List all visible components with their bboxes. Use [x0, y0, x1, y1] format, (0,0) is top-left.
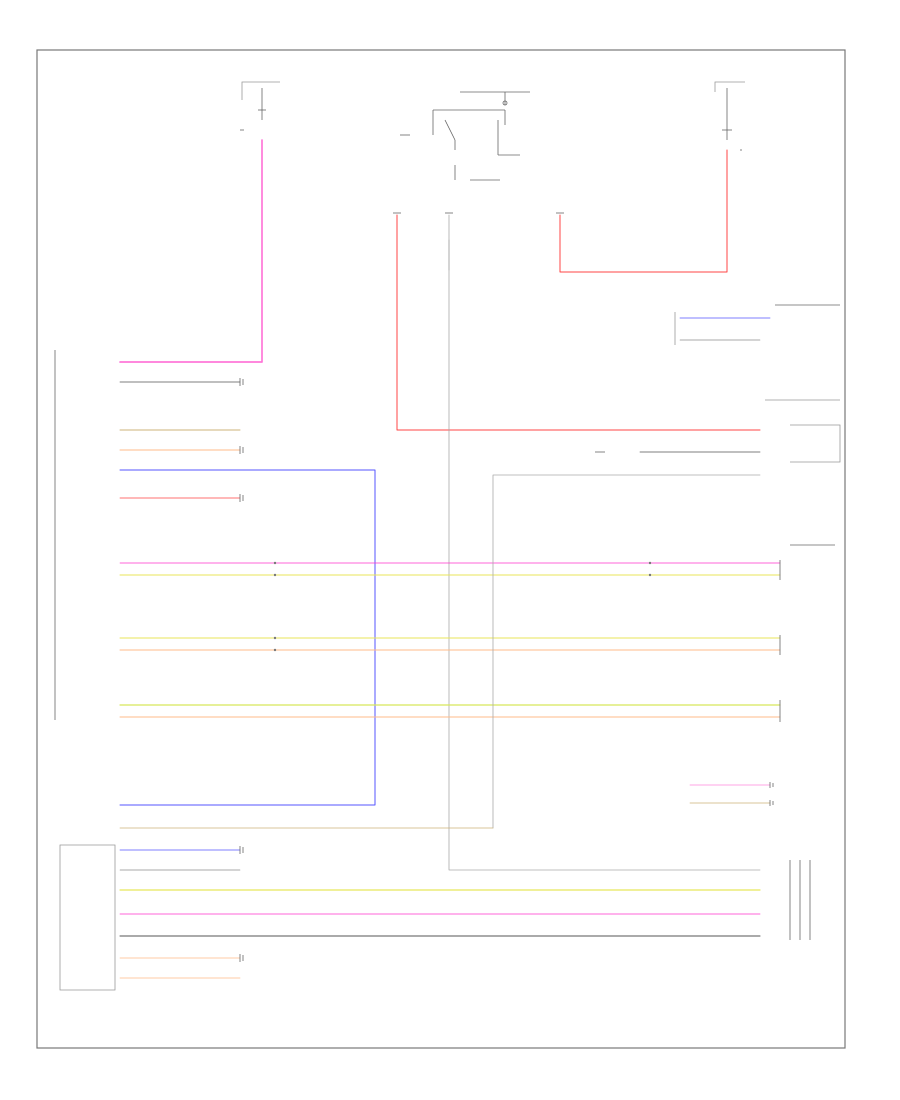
left-module [54, 350, 781, 806]
wire-red-center [396, 214, 761, 431]
top-left-fuse [240, 81, 280, 131]
wire-pink-main-inner [119, 139, 263, 363]
ground-icon [239, 494, 244, 502]
top-right-fuse [714, 81, 745, 151]
wire-pink-main [119, 139, 263, 363]
ground-icon [769, 782, 774, 788]
right-mid-module [595, 399, 841, 463]
connector-icon [648, 561, 652, 565]
top-center-relay [400, 91, 530, 181]
ground-icons [239, 378, 774, 962]
connector-icon [273, 573, 277, 577]
ground-icon [239, 446, 244, 454]
right-module-boxes [779, 544, 835, 940]
ground-icon [239, 846, 244, 854]
bottom-module [59, 844, 761, 991]
connector-icon [648, 573, 652, 577]
connector-icon [273, 561, 277, 565]
ground-icon [239, 378, 244, 386]
bottom-module-box [59, 844, 116, 991]
ground-icon [769, 800, 774, 806]
wire-red-right [559, 149, 728, 273]
diagram-frame [36, 49, 846, 1049]
wire-grey-center [448, 214, 761, 871]
splice-icon [502, 100, 508, 106]
connector-markers [273, 561, 652, 652]
connector-icon [273, 636, 277, 640]
wire-grey-right [492, 474, 761, 829]
right-top-module [674, 304, 840, 345]
connector-icon [273, 648, 277, 652]
ground-icon [239, 954, 244, 962]
relay-switch-icon [444, 119, 456, 141]
top-connectors [393, 212, 564, 271]
